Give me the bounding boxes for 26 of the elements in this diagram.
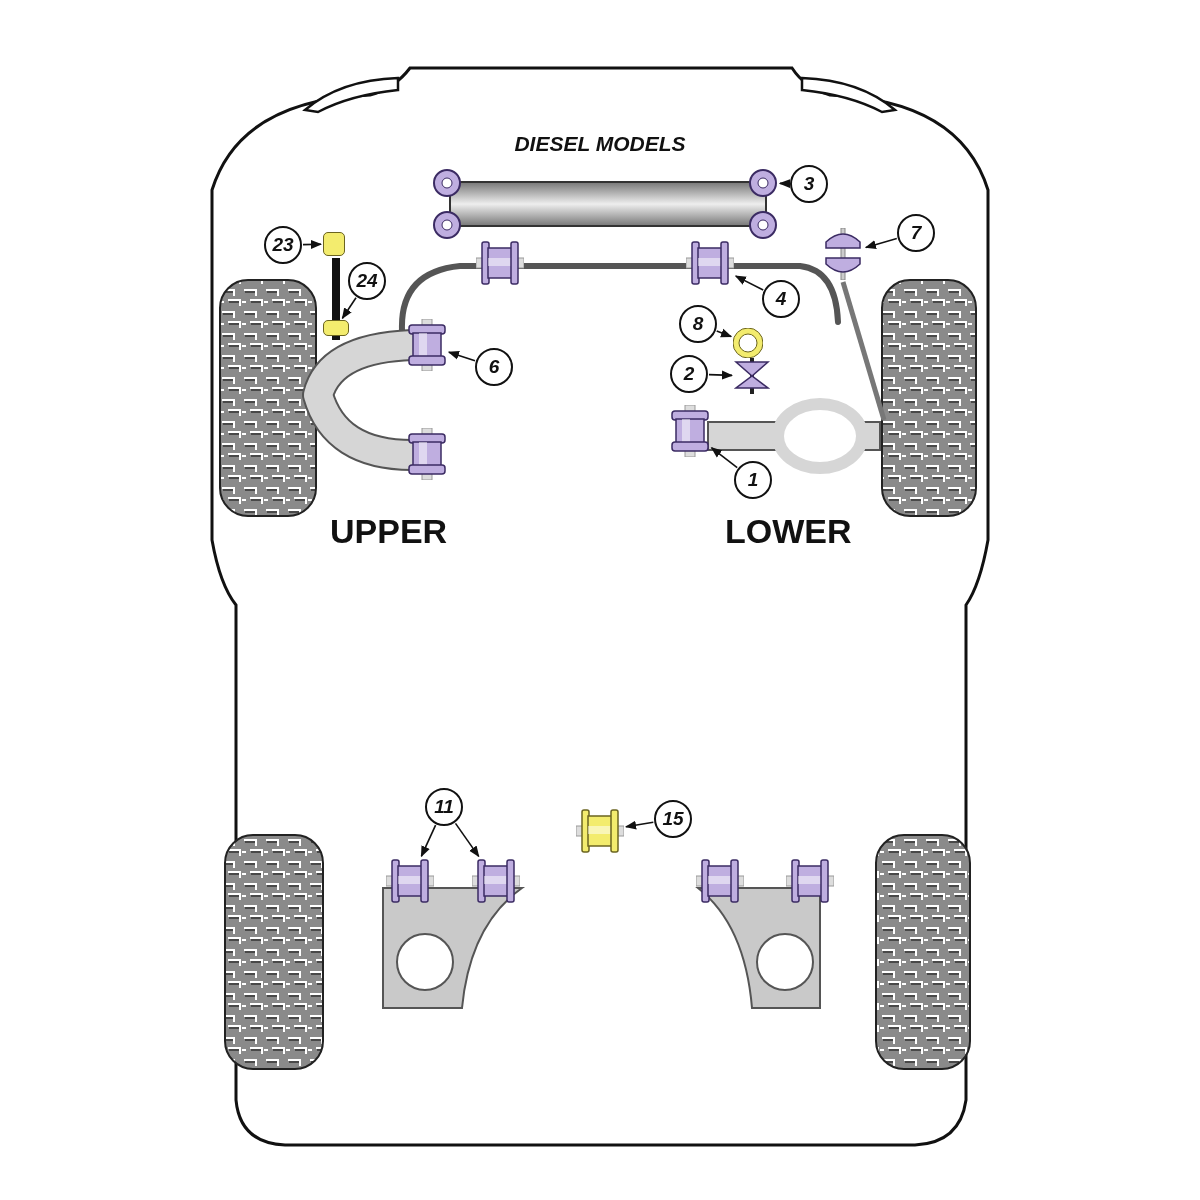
leader-line: [708, 370, 734, 380]
leader-line: [447, 351, 476, 362]
bushing-drawing: [472, 858, 520, 904]
eye-bolt-drawing: [733, 328, 763, 358]
leader-line: [715, 328, 733, 338]
section-label: UPPER: [330, 512, 448, 551]
bolt-bushing: [323, 232, 345, 256]
drop-link-bushing-drawing: [822, 228, 864, 280]
leader-line: [710, 447, 738, 469]
leader-line: [778, 179, 791, 189]
leader-line: [864, 237, 898, 249]
leader-line: [624, 820, 655, 830]
leader-line: [341, 296, 357, 320]
cone-bushing-drawing: [734, 358, 770, 394]
bushing-drawing: [386, 858, 434, 904]
washer: [323, 320, 349, 336]
title: DIESEL MODELS: [513, 132, 687, 156]
section-label: LOWER: [725, 512, 852, 551]
leader-line: [734, 275, 764, 291]
bushing-drawing: [670, 405, 710, 457]
bushing-drawing: [576, 808, 624, 854]
leader-line: [302, 240, 323, 249]
bushing-drawing: [686, 240, 734, 286]
leader-line: [454, 822, 480, 858]
leader-line: [420, 824, 437, 858]
bushing-drawing: [407, 319, 447, 371]
